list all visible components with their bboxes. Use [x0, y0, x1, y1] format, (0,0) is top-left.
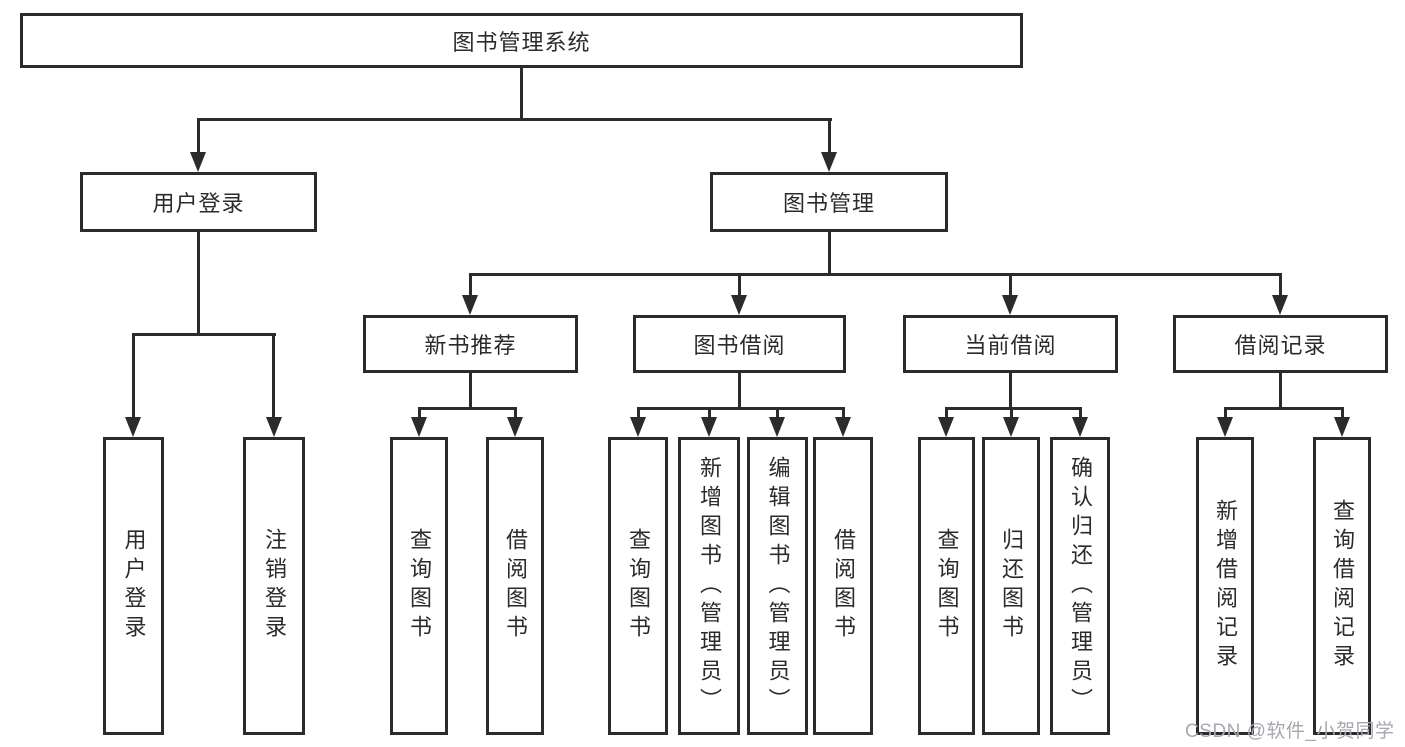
- connector-line: [637, 407, 640, 419]
- connector-line: [1079, 407, 1082, 419]
- arrow-down-icon: [190, 152, 206, 172]
- leaf-borrow-books-2-label: 借阅图书: [831, 528, 856, 644]
- node-new-book-rec: 新书推荐: [363, 315, 578, 373]
- connector-line: [132, 333, 276, 336]
- leaf-return-books: 归还图书: [982, 437, 1040, 735]
- arrow-down-icon: [266, 417, 282, 437]
- connector-line: [945, 407, 948, 419]
- leaf-query-borrow-record: 查询借阅记录: [1313, 437, 1371, 735]
- node-user-login-label: 用户登录: [152, 191, 245, 216]
- arrow-down-icon: [411, 417, 427, 437]
- arrow-down-icon: [125, 417, 141, 437]
- connector-line: [776, 407, 779, 419]
- connector-line: [1224, 407, 1344, 410]
- leaf-edit-books-admin-label: 编辑图书（管理员）: [765, 455, 791, 717]
- leaf-borrow-books-1: 借阅图书: [486, 437, 544, 735]
- leaf-user-login-label: 用户登录: [121, 528, 147, 644]
- arrow-down-icon: [630, 417, 646, 437]
- leaf-borrow-books-2: 借阅图书: [813, 437, 873, 735]
- connector-line: [1279, 273, 1282, 297]
- connector-line: [738, 273, 741, 297]
- node-new-book-rec-label: 新书推荐: [424, 333, 517, 358]
- connector-line: [828, 232, 831, 275]
- connector-line: [418, 407, 421, 419]
- arrow-down-icon: [1334, 417, 1350, 437]
- connector-line: [469, 273, 1282, 276]
- leaf-add-books-admin-label: 新增图书（管理员）: [697, 455, 722, 717]
- connector-line: [132, 333, 135, 421]
- arrow-down-icon: [1272, 295, 1288, 315]
- leaf-query-books-3: 查询图书: [918, 437, 975, 735]
- csdn-watermark: CSDN @软件_小贺同学: [1185, 721, 1395, 742]
- connector-line: [197, 232, 200, 335]
- node-borrow-records-label: 借阅记录: [1234, 333, 1327, 358]
- leaf-user-login: 用户登录: [103, 437, 164, 735]
- leaf-add-borrow-record-label: 新增借阅记录: [1213, 499, 1238, 673]
- arrow-down-icon: [507, 417, 523, 437]
- arrow-down-icon: [835, 417, 851, 437]
- leaf-confirm-return-admin: 确认归还（管理员）: [1050, 437, 1110, 735]
- node-current-borrow: 当前借阅: [903, 315, 1118, 373]
- leaf-add-borrow-record: 新增借阅记录: [1196, 437, 1254, 735]
- connector-line: [197, 118, 200, 156]
- leaf-query-books-1: 查询图书: [390, 437, 448, 735]
- arrow-down-icon: [769, 417, 785, 437]
- leaf-query-books-2: 查询图书: [608, 437, 668, 735]
- node-book-borrow-label: 图书借阅: [693, 333, 786, 358]
- leaf-query-borrow-record-label: 查询借阅记录: [1330, 499, 1355, 673]
- connector-line: [418, 407, 517, 410]
- connector-line: [197, 118, 832, 121]
- leaf-confirm-return-admin-label: 确认归还（管理员）: [1068, 455, 1093, 717]
- connector-line: [828, 118, 831, 156]
- leaf-query-books-1-label: 查询图书: [407, 528, 432, 644]
- node-user-login: 用户登录: [80, 172, 317, 232]
- connector-line: [945, 407, 1082, 410]
- connector-line: [469, 373, 472, 409]
- arrow-down-icon: [1217, 417, 1233, 437]
- node-book-mgmt-label: 图书管理: [782, 191, 875, 216]
- leaf-logout-label: 注销登录: [262, 528, 287, 644]
- arrow-down-icon: [821, 152, 837, 172]
- arrow-down-icon: [701, 417, 717, 437]
- connector-line: [738, 373, 741, 409]
- leaf-logout: 注销登录: [243, 437, 305, 735]
- node-root: 图书管理系统: [20, 13, 1023, 68]
- leaf-add-books-admin: 新增图书（管理员）: [678, 437, 740, 735]
- leaf-borrow-books-1-label: 借阅图书: [503, 528, 528, 644]
- leaf-return-books-label: 归还图书: [999, 528, 1024, 644]
- connector-line: [1279, 373, 1282, 409]
- connector-line: [1009, 373, 1012, 409]
- connector-line: [1341, 407, 1344, 419]
- arrow-down-icon: [731, 295, 747, 315]
- connector-line: [520, 68, 523, 120]
- connector-line: [469, 273, 472, 297]
- node-book-mgmt: 图书管理: [710, 172, 948, 232]
- arrow-down-icon: [462, 295, 478, 315]
- arrow-down-icon: [1072, 417, 1088, 437]
- connector-line: [1010, 407, 1013, 419]
- connector-line: [1224, 407, 1227, 419]
- leaf-edit-books-admin: 编辑图书（管理员）: [747, 437, 808, 735]
- arrow-down-icon: [938, 417, 954, 437]
- connector-line: [272, 333, 275, 421]
- arrow-down-icon: [1002, 295, 1018, 315]
- node-book-borrow: 图书借阅: [633, 315, 846, 373]
- arrow-down-icon: [1003, 417, 1019, 437]
- connector-line: [708, 407, 711, 419]
- connector-line: [842, 407, 845, 419]
- connector-line: [514, 407, 517, 419]
- leaf-query-books-2-label: 查询图书: [626, 528, 651, 644]
- leaf-query-books-3-label: 查询图书: [934, 528, 960, 644]
- connector-line: [1009, 273, 1012, 297]
- node-root-label: 图书管理系统: [452, 29, 591, 55]
- connector-line: [637, 407, 845, 410]
- node-borrow-records: 借阅记录: [1173, 315, 1388, 373]
- node-current-borrow-label: 当前借阅: [964, 333, 1057, 358]
